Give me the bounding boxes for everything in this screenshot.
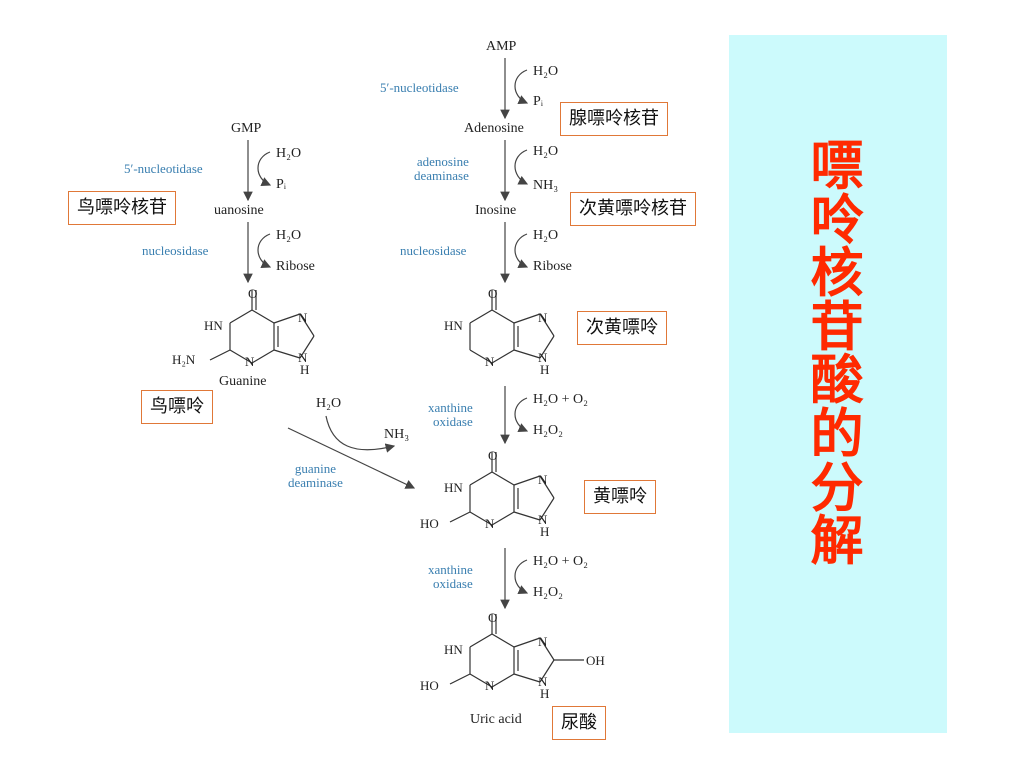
slide-title: 嘌 呤 核 苷 酸 的 分 解 [807, 135, 867, 573]
atom-label: O [488, 448, 497, 463]
enzyme-adenosine-deaminase: adenosine deaminase [414, 155, 469, 182]
title-char: 呤 [810, 188, 864, 251]
atom-label: H [300, 362, 309, 377]
enzyme-line: oxidase [433, 575, 473, 591]
annotation-guanine: 鸟嘌呤 [141, 390, 213, 424]
atom-label: O [488, 610, 497, 625]
enzyme-xanthine-oxidase: xanthine oxidase [428, 563, 473, 590]
enzyme-nucleosidase: nucleosidase [400, 243, 467, 258]
annotation-xanthine: 黄嘌呤 [584, 480, 656, 514]
reagent-water-o2: H₂O + O₂ [533, 554, 588, 569]
atom-label: HN [444, 642, 463, 657]
reagent-water: H₂O [316, 396, 342, 411]
compound-adenosine: Adenosine [464, 121, 524, 136]
atom-label: N [538, 634, 548, 649]
reagent-water: H₂O [533, 144, 559, 159]
enzyme-line: oxidase [433, 413, 473, 429]
reagent-water: H₂O [276, 146, 302, 161]
atom-label: N [538, 350, 548, 365]
enzyme-line: deaminase [288, 474, 343, 490]
atom-label: N [298, 350, 308, 365]
reagent-h2o2: H₂O₂ [533, 585, 563, 600]
compound-uric-acid: Uric acid [470, 712, 522, 727]
reagent-pi: Pᵢ [533, 94, 544, 109]
atom-label: HO [420, 678, 439, 693]
title-char: 苷 [810, 295, 864, 358]
annotation-adenosine: 腺嘌呤核苷 [560, 102, 668, 136]
atom-label: O [248, 286, 257, 301]
atom-label: N [485, 516, 495, 531]
reagent-h2o2: H₂O₂ [533, 423, 563, 438]
annotation-inosine: 次黄嘌呤核苷 [570, 192, 696, 226]
atom-label: HN [204, 318, 223, 333]
compound-inosine: Inosine [475, 203, 517, 218]
enzyme-line: adenosine [416, 154, 469, 169]
title-char: 核 [810, 242, 864, 305]
title-char: 酸 [810, 349, 864, 412]
atom-label: H [540, 362, 549, 377]
enzyme-line: deaminase [414, 167, 469, 183]
title-panel [729, 35, 947, 733]
reagent-ribose: Ribose [276, 259, 315, 274]
enzyme-nucleotidase: 5′-nucleotidase [380, 80, 459, 95]
atom-label: N [538, 674, 548, 689]
atom-label: N [485, 678, 495, 693]
atom-label: N [298, 310, 308, 325]
title-char: 嘌 [810, 135, 864, 197]
reagent-nh3: NH₃ [384, 427, 410, 442]
enzyme-nucleotidase: 5′-nucleotidase [124, 161, 203, 176]
atom-label: HN [444, 480, 463, 495]
annotation-uric-acid: 尿酸 [552, 706, 606, 740]
title-char: 解 [810, 510, 864, 573]
atom-label: HO [420, 516, 439, 531]
atom-label: N [538, 472, 548, 487]
compound-amp: AMP [486, 39, 517, 54]
enzyme-xanthine-oxidase: xanthine oxidase [428, 401, 473, 428]
enzyme-nucleosidase: nucleosidase [142, 243, 209, 258]
atom-label: N [538, 310, 548, 325]
atom-label: OH [586, 653, 605, 668]
title-char: 的 [810, 402, 864, 465]
atom-label: N [245, 354, 255, 369]
reagent-nh3: NH₃ [533, 178, 559, 193]
annotation-guanosine: 鸟嘌呤核苷 [68, 191, 176, 225]
atom-label: N [538, 512, 548, 527]
reagent-water: H₂O [276, 228, 302, 243]
compound-guanosine: uanosine [214, 203, 264, 218]
enzyme-line: xanthine [428, 562, 473, 577]
atom-label: HN [444, 318, 463, 333]
reagent-ribose: Ribose [533, 259, 572, 274]
enzyme-guanine-deaminase: guanine deaminase [288, 462, 343, 489]
atom-label: H [540, 686, 549, 701]
reagent-pi: Pᵢ [276, 177, 287, 192]
enzyme-line: xanthine [428, 400, 473, 415]
compound-guanine: Guanine [219, 374, 267, 389]
title-char: 分 [810, 456, 864, 519]
enzyme-line: guanine [294, 461, 337, 476]
atom-label: H [540, 524, 549, 539]
annotation-hypoxanthine: 次黄嘌呤 [577, 311, 667, 345]
atom-label: O [488, 286, 497, 301]
reagent-water: H₂O [533, 228, 559, 243]
reagent-water-o2: H₂O + O₂ [533, 392, 588, 407]
reagent-water: H₂O [533, 64, 559, 79]
atom-label: H₂N [172, 352, 196, 367]
compound-gmp: GMP [231, 121, 262, 136]
atom-label: N [485, 354, 495, 369]
